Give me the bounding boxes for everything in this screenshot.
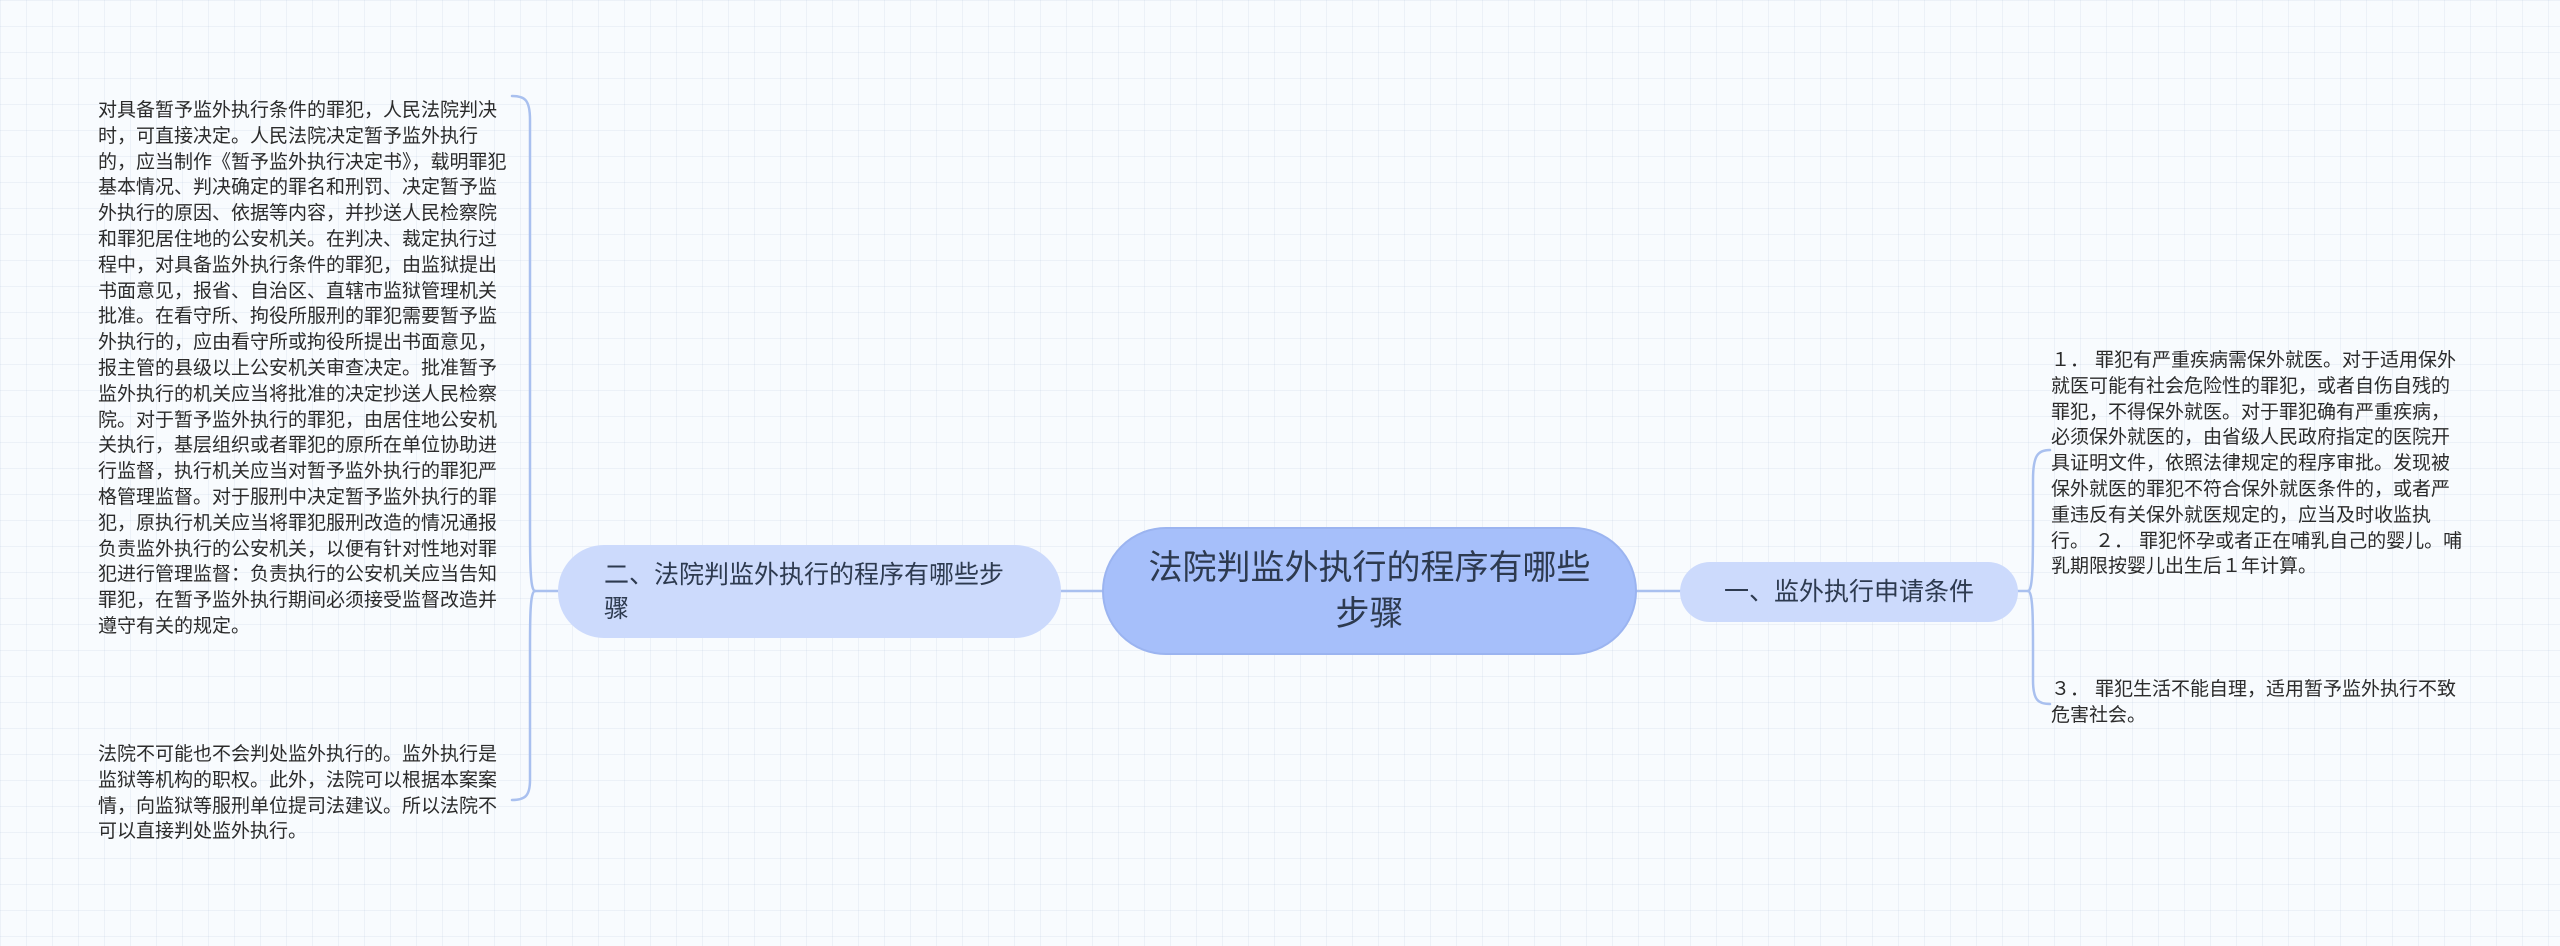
branch-node-procedure[interactable]: 二、法院判监外执行的程序有哪些步骤 — [558, 545, 1061, 638]
mindmap-root-node[interactable]: 法院判监外执行的程序有哪些步骤 — [1102, 527, 1637, 655]
connector-left-leaf-2 — [510, 589, 537, 802]
leaf-condition-self-care: ３． 罪犯生活不能自理，适用暂予监外执行不致危害社会。 — [2051, 678, 2457, 726]
leaf-court-cannot-sentence: 法院不可能也不会判处监外执行的。监外执行是监狱等机构的职权。此外，法院可以根据本… — [98, 743, 498, 843]
branch-node-conditions-label: 一、监外执行申请条件 — [1723, 577, 1974, 606]
connector-right-leaf-1 — [2026, 448, 2052, 593]
connector-left-leaf-1 — [510, 94, 537, 593]
branch-node-conditions[interactable]: 一、监外执行申请条件 — [1680, 562, 2018, 622]
root-node-label: 法院判监外执行的程序有哪些步骤 — [1148, 548, 1591, 634]
branch-node-procedure-label: 二、法院判监外执行的程序有哪些步骤 — [604, 559, 1005, 623]
leaf-condition-medical-pregnancy: １． 罪犯有严重疾病需保外就医。对于适用保外就医可能有社会危险性的罪犯，或者自伤… — [2051, 349, 2463, 578]
leaf-procedure-detail: 对具备暂予监外执行条件的罪犯，人民法院判决时，可直接决定。人民法院决定暂予监外执… — [98, 99, 507, 637]
connector-right-leaf-2 — [2026, 589, 2052, 706]
